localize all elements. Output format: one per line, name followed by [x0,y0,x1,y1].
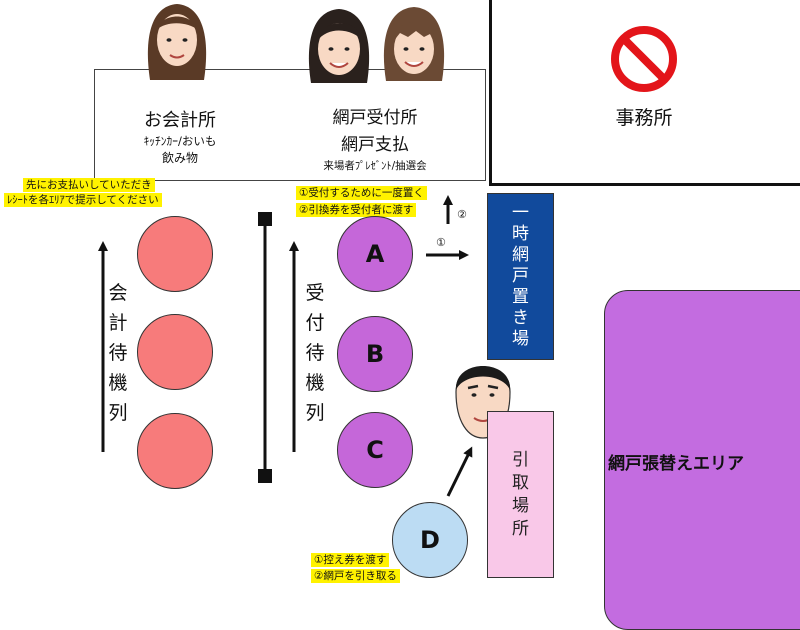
reception-queue-label: 受 付 待 機 列 [305,282,325,424]
reception-note-line1: ①受付するために一度置く [296,186,427,200]
reception-counter-sub: 来場者ﾌﾟﾚｾﾞﾝﾄ/抽選会 [323,160,427,172]
office-label: 事務所 [615,107,673,129]
reception-staff-face-2 [383,7,445,81]
pickup-note-line2: ②網戸を引き取る [311,569,400,583]
no-entry-icon [611,26,677,92]
payment-queue-spot-3 [137,413,213,489]
step1-label: ① [436,236,446,249]
counter-building [94,69,486,181]
station-a: A [337,216,413,292]
flow-arrows [98,195,473,497]
reception-note-line2: ②引換券を受付者に渡す [296,203,417,217]
payment-counter-title: お会計所 [144,110,216,131]
payment-note-line1: 先にお支払いしていただき [23,178,155,192]
reception-counter-title2: 網戸支払 [341,135,409,155]
step2-label: ② [457,208,467,221]
station-b: B [337,316,413,392]
payment-queue-spot-1 [137,216,213,292]
payment-queue-spot-2 [137,314,213,390]
payment-staff-face [147,4,207,80]
queue-divider-bottom-cap [258,469,272,483]
payment-note-line2: ﾚｼｰﾄを各ｴﾘｱで提示してください [4,193,162,207]
station-d: D [392,502,468,578]
replace-area [604,290,800,630]
pickup-note-line1: ①控え券を渡す [311,553,390,567]
payment-counter-sub1: ｷｯﾁﾝｶｰ/おいも [143,134,217,148]
station-c: C [337,412,413,488]
pickup-arrow [446,446,473,497]
queue-divider-top-cap [258,212,272,226]
reception-counter-title1: 網戸受付所 [332,108,418,128]
reception-staff-face-1 [308,9,370,83]
temp-storage-area: 一 時 網 戸 置 き 場 [487,193,554,360]
pickup-area: 引 取 場 所 [487,411,554,578]
payment-queue-label: 会 計 待 機 列 [108,282,128,424]
payment-counter-sub2: 飲み物 [161,151,198,165]
replace-area-label: 網戸張替えエリア [608,454,744,474]
